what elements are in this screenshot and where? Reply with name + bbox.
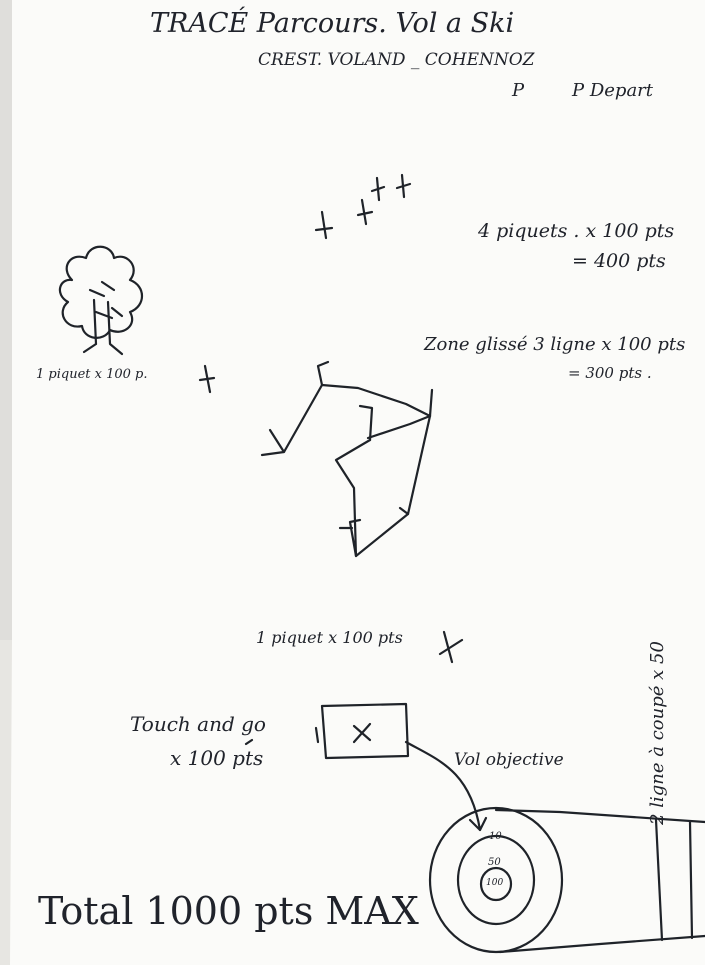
total-points: Total 1000 pts MAX [38,892,419,930]
start-marker-depart: P Depart [572,82,653,100]
four-stakes-label: 4 piquets . x 100 pts [478,222,674,241]
tree-stake-label: 1 piquet x 100 p. [36,368,148,381]
side-note-vertical: 2 ligne à coupé x 50 [649,641,667,825]
touch-and-go-points: x 100 pts [170,748,263,768]
target-ring-middle-label: 50 [488,858,501,868]
middle-stake-label: 1 piquet x 100 pts [256,630,403,646]
start-marker-p: P [512,82,524,100]
page-subtitle: CREST. VOLAND _ COHENNOZ [258,52,534,69]
target-ring-inner-label: 100 [486,879,503,888]
glide-zone-label: Zone glissé 3 ligne x 100 pts [424,336,685,354]
touch-and-go-label: Touch and go [130,714,266,734]
page-title: TRACÉ Parcours. Vol a Ski [150,10,514,37]
four-stakes-total: = 400 pts [572,252,666,271]
paper-edge-shadow [0,0,12,640]
glide-zone-total: = 300 pts . [568,366,652,381]
vol-objective-label: Vol objective [454,752,564,769]
target-ring-outer-label: 10 [489,832,502,842]
